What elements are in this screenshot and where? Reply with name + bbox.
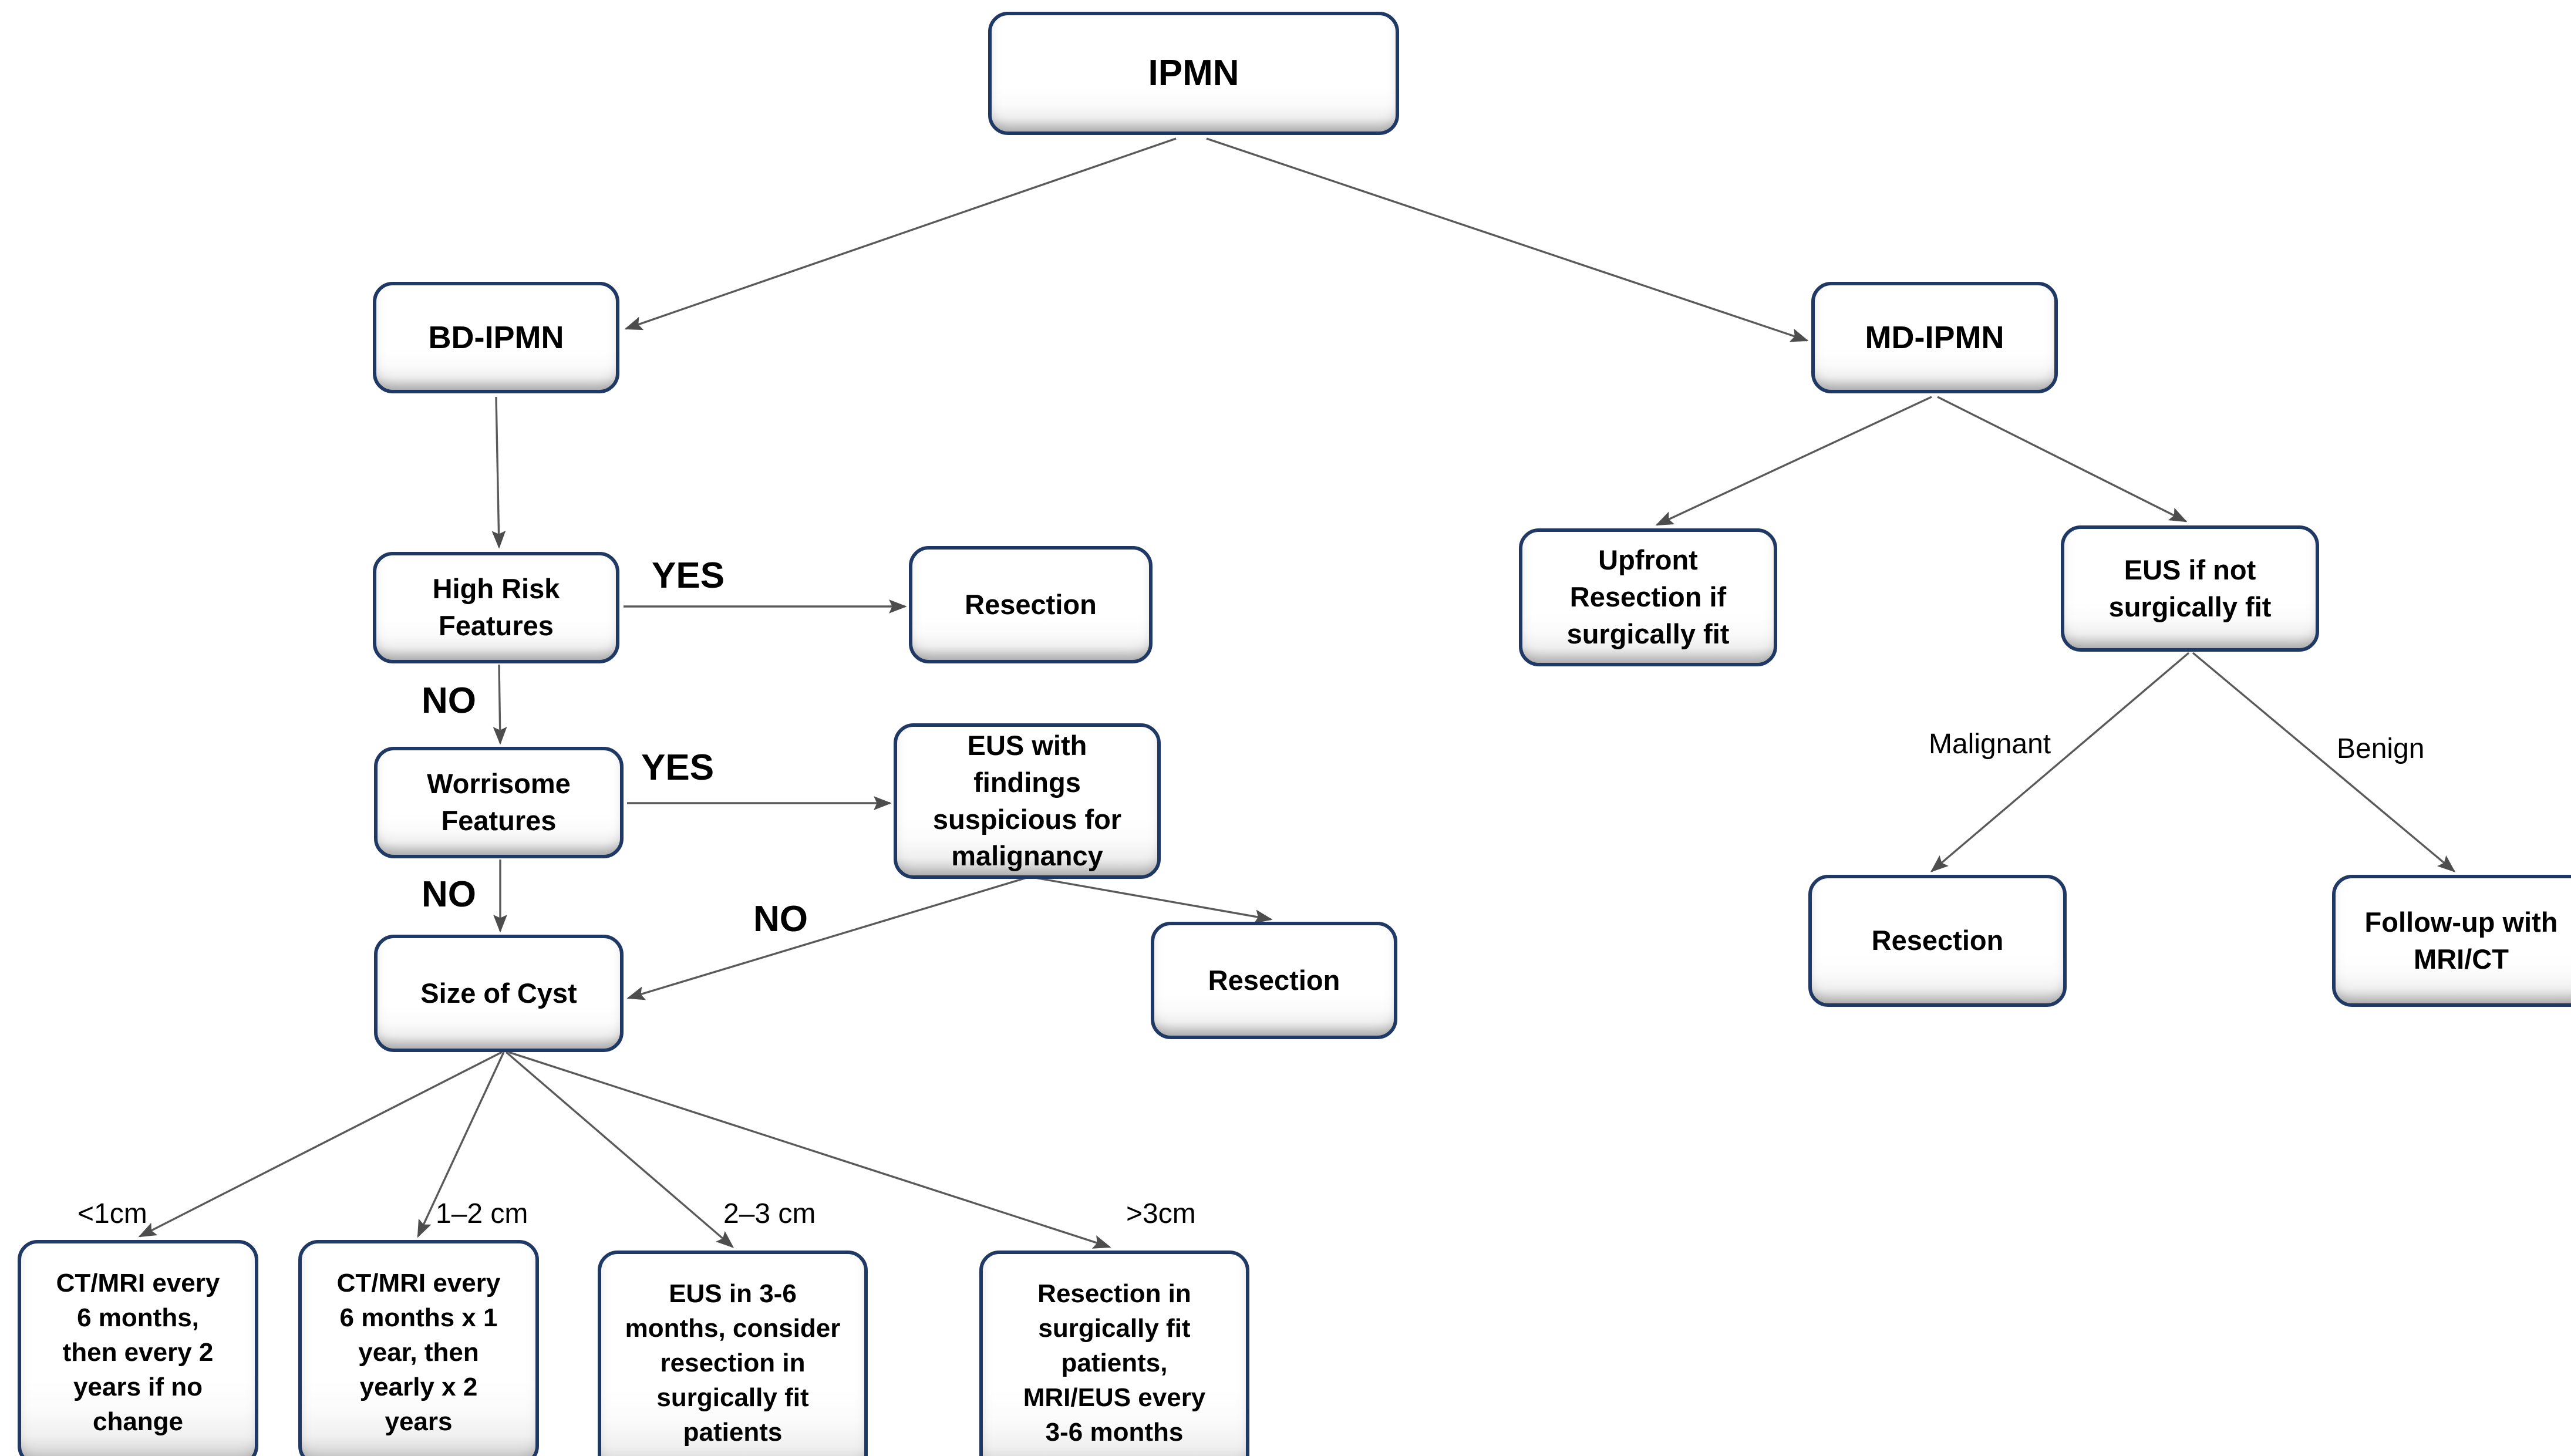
node-followup-mri-ct[interactable]: Follow-up with MRI/CT — [2332, 875, 2571, 1007]
node-label: Follow-up with MRI/CT — [2364, 906, 2558, 975]
edge-ipmn-to-bd — [624, 137, 1177, 331]
edge-eus-fit-to-resection — [1930, 652, 2190, 872]
edge-label-no-eus: NO — [753, 899, 808, 939]
edge-size-to-leaf-2-3 — [505, 1051, 734, 1248]
node-label: Resection — [965, 588, 1097, 620]
node-resection-eus[interactable]: Resection — [1151, 922, 1397, 1039]
edge-label-size-over-3cm: >3cm — [1126, 1198, 1196, 1229]
node-label: MD-IPMN — [1865, 319, 2004, 355]
node-label: Size of Cyst — [420, 977, 577, 1009]
edge-label-size-1-2cm: 1–2 cm — [436, 1198, 528, 1229]
node-md-ipmn[interactable]: MD-IPMN — [1811, 282, 2058, 393]
node-resection-malignant[interactable]: Resection — [1808, 875, 2067, 1007]
node-leaf-under-1cm[interactable]: CT/MRI every 6 months, then every 2 year… — [18, 1240, 258, 1456]
node-label: Resection — [1208, 964, 1340, 996]
edge-high-risk-to-worrisome — [493, 664, 507, 745]
node-eus-findings-suspicious[interactable]: EUS with findings suspicious for maligna… — [894, 723, 1161, 879]
edge-label-no-worrisome: NO — [422, 874, 476, 915]
edge-label-size-2-3cm: 2–3 cm — [723, 1198, 816, 1229]
edge-ipmn-to-md — [1206, 137, 1809, 342]
edge-label-benign: Benign — [2337, 733, 2425, 764]
node-label: High Risk Features — [432, 573, 560, 641]
node-upfront-resection[interactable]: Upfront Resection if surgically fit — [1519, 528, 1777, 666]
node-label: IPMN — [1148, 53, 1239, 94]
edge-md-to-upfront — [1655, 396, 1932, 526]
node-label: Resection in surgically fit patients, MR… — [1023, 1279, 1206, 1447]
node-high-risk-features[interactable]: High Risk Features — [373, 552, 619, 663]
node-label: EUS if not surgically fit — [2108, 554, 2272, 622]
edge-eus-to-resection — [1031, 876, 1273, 924]
node-label: CT/MRI every 6 months x 1 year, then yea… — [336, 1269, 501, 1436]
node-ipmn[interactable]: IPMN — [988, 12, 1399, 135]
node-label: Worrisome Features — [427, 768, 571, 836]
node-resection-high-risk[interactable]: Resection — [909, 546, 1153, 663]
edge-label-size-under-1cm: <1cm — [77, 1198, 147, 1229]
edge-md-to-eus-not-fit — [1937, 396, 2188, 523]
edge-label-yes-high-risk: YES — [652, 555, 725, 596]
node-eus-if-not-surgically-fit[interactable]: EUS if not surgically fit — [2061, 525, 2319, 652]
edge-label-no-high-risk: NO — [422, 680, 476, 721]
edge-eus-to-size — [626, 876, 1029, 1000]
node-label: CT/MRI every 6 months, then every 2 year… — [56, 1269, 220, 1436]
edge-bd-to-high-risk — [491, 396, 506, 549]
edge-label-malignant: Malignant — [1929, 729, 2051, 760]
node-leaf-1-2cm[interactable]: CT/MRI every 6 months x 1 year, then yea… — [298, 1240, 539, 1456]
node-size-of-cyst[interactable]: Size of Cyst — [374, 935, 624, 1052]
node-label: EUS in 3-6 months, consider resection in… — [625, 1279, 841, 1447]
node-label: Upfront Resection if surgically fit — [1566, 544, 1730, 649]
node-label: Resection — [1871, 925, 2004, 956]
node-leaf-over-3cm[interactable]: Resection in surgically fit patients, MR… — [979, 1251, 1249, 1456]
node-bd-ipmn[interactable]: BD-IPMN — [373, 282, 619, 393]
node-label: BD-IPMN — [428, 319, 564, 355]
node-worrisome-features[interactable]: Worrisome Features — [374, 747, 624, 858]
edge-label-yes-worrisome: YES — [641, 747, 715, 788]
node-leaf-2-3cm[interactable]: EUS in 3-6 months, consider resection in… — [598, 1251, 868, 1456]
node-label: EUS with findings suspicious for maligna… — [932, 729, 1122, 872]
